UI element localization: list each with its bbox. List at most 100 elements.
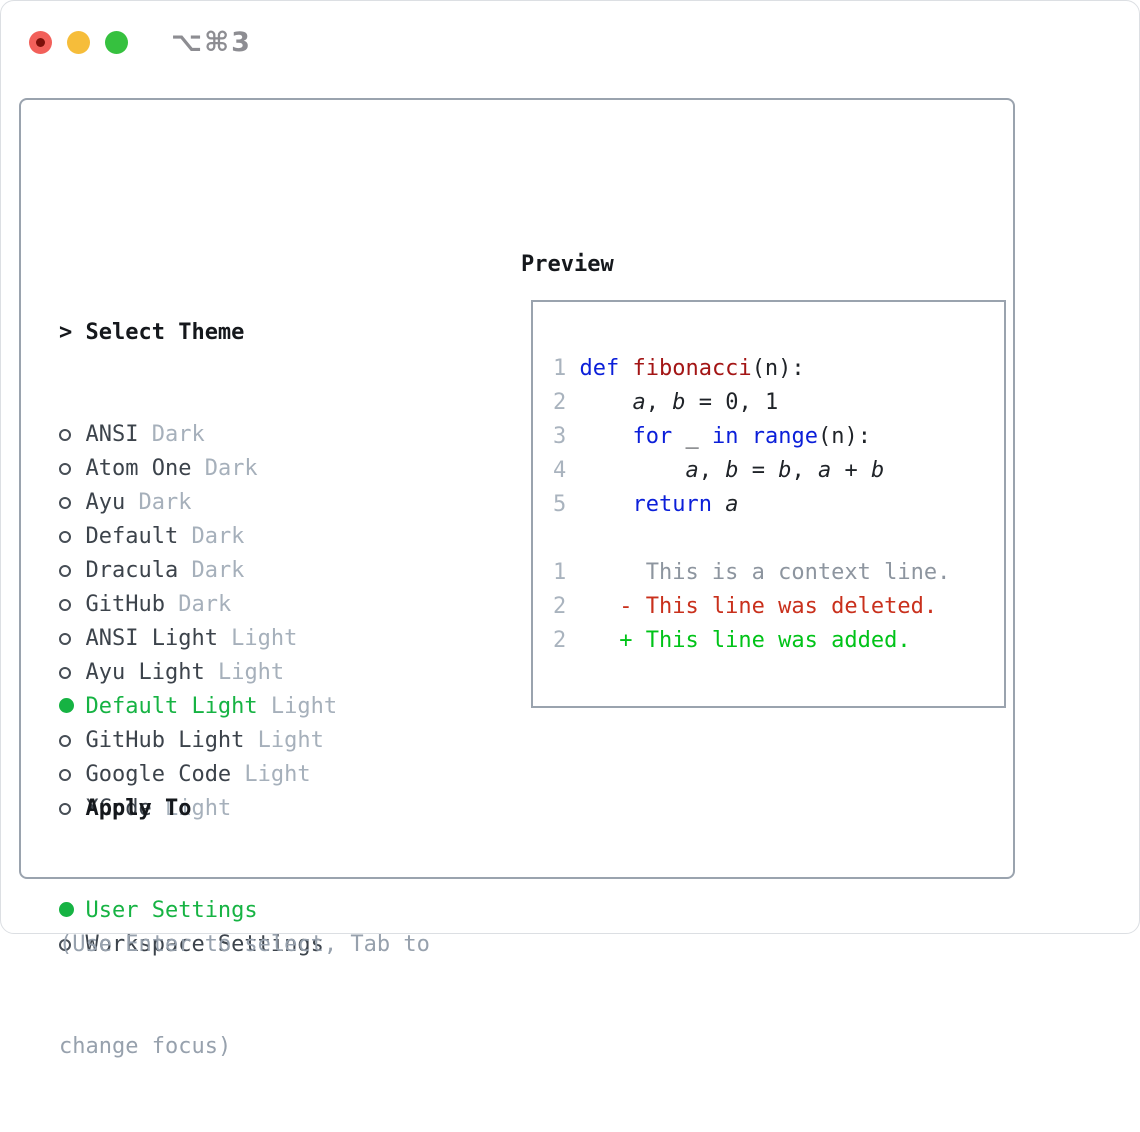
code-segment-pl — [712, 492, 725, 517]
code-segment-pl — [579, 492, 632, 517]
line-number: 1 — [553, 356, 567, 381]
option-variant-label: Dark — [178, 558, 245, 583]
radio-unselected-icon — [59, 599, 71, 611]
code-segment-pl: = — [738, 458, 779, 483]
theme-option[interactable]: Atom One Dark — [59, 452, 337, 486]
code-segment-pl: _ — [672, 424, 712, 449]
code-line: 3 for _ in range(n): — [553, 420, 950, 454]
code-segment-del: - This line was deleted. — [579, 594, 938, 619]
radio-unselected-icon — [59, 497, 71, 509]
minimize-button[interactable] — [67, 31, 90, 54]
code-line: 1 def fibonacci(n): — [553, 352, 950, 386]
code-line — [553, 522, 950, 556]
code-line: 2 a, b = 0, 1 — [553, 386, 950, 420]
option-label: GitHub — [85, 592, 165, 617]
code-segment-var: b — [672, 390, 686, 415]
option-variant-label: Dark — [138, 422, 205, 447]
close-dot-icon — [36, 38, 45, 47]
code-segment-pl — [579, 424, 632, 449]
option-label: Dracula — [85, 558, 179, 583]
preview-title: Preview — [521, 252, 614, 277]
code-segment-pl: + — [831, 458, 871, 483]
option-variant-label: Light — [217, 626, 298, 651]
theme-option-selected[interactable]: Default Light Light — [59, 690, 337, 724]
code-line: 2 + This line was added. — [553, 624, 950, 658]
apply-to-title: Apply To — [85, 796, 192, 821]
theme-option[interactable]: ANSI Light Light — [59, 622, 337, 656]
code-line: 1 This is a context line. — [553, 556, 950, 590]
option-label: Google Code — [85, 762, 232, 787]
option-variant-label: Light — [151, 796, 232, 821]
line-number: 2 — [553, 628, 567, 653]
code-segment-pl — [579, 458, 685, 483]
theme-option[interactable]: Ayu Light Light — [59, 656, 337, 690]
code-segment-kw: def — [579, 356, 633, 381]
radio-unselected-icon — [59, 531, 71, 543]
code-segment-var: a — [685, 458, 699, 483]
code-segment-pl: (n): — [817, 424, 871, 449]
line-number: 3 — [553, 424, 567, 449]
keyboard-hint: (Use Enter to select, Tab to change focu… — [59, 860, 430, 1132]
option-variant-label: Light — [257, 694, 338, 719]
option-label: Atom One — [85, 456, 192, 481]
code-line: 2 - This line was deleted. — [553, 590, 950, 624]
theme-option[interactable]: Default Dark — [59, 520, 337, 554]
theme-option[interactable]: GitHub Light Light — [59, 724, 337, 758]
zoom-button[interactable] — [105, 31, 128, 54]
window-shortcut-label: ⌥⌘3 — [171, 27, 252, 58]
radio-unselected-icon — [59, 667, 71, 679]
option-variant-label: Light — [204, 660, 285, 685]
option-label: Ayu — [85, 490, 126, 515]
option-variant-label: Light — [231, 762, 311, 787]
theme-option[interactable]: Ayu Dark — [59, 486, 337, 520]
close-button[interactable] — [29, 31, 52, 54]
option-variant-label: Dark — [178, 524, 245, 549]
code-segment-var: a — [817, 458, 832, 483]
code-segment-pl — [579, 390, 632, 415]
option-label: Default Light — [85, 694, 258, 719]
option-variant-label: Light — [244, 728, 324, 753]
theme-option[interactable]: Google Code Light — [59, 758, 337, 792]
option-label: GitHub Light — [85, 728, 245, 753]
option-label: XCode — [85, 796, 152, 821]
option-label: User Settings — [85, 898, 258, 923]
theme-option[interactable]: ANSI Dark — [59, 418, 337, 452]
radio-selected-icon — [59, 902, 74, 917]
radio-unselected-icon — [59, 565, 71, 577]
radio-selected-icon — [59, 698, 74, 713]
code-segment-ctx: This is a context line. — [579, 560, 951, 585]
radio-unselected-icon — [59, 803, 71, 815]
radio-unselected-icon — [59, 633, 71, 645]
radio-unselected-icon — [59, 735, 71, 747]
radio-unselected-icon — [59, 463, 71, 475]
code-segment-kw: return — [632, 492, 712, 517]
selection-caret: > — [59, 320, 73, 345]
code-line: 5 return a — [553, 488, 950, 522]
apply-to-header: Apply To — [59, 792, 324, 826]
theme-option[interactable]: XCode Light — [59, 792, 337, 826]
theme-option[interactable]: GitHub Dark — [59, 588, 337, 622]
code-segment-pl: = 0, 1 — [685, 390, 779, 415]
option-variant-label: Dark — [125, 490, 192, 515]
code-segment-var: a — [632, 390, 646, 415]
code-segment-pl: , — [791, 458, 818, 483]
option-variant-label: Dark — [191, 456, 258, 481]
line-number: 2 — [553, 594, 567, 619]
code-segment-var: b — [870, 458, 885, 483]
titlebar: ⌥⌘3 — [29, 27, 252, 58]
code-segment-fn: fibonacci — [632, 356, 752, 381]
code-segment-var: b — [725, 458, 739, 483]
code-segment-pl: (n): — [751, 356, 805, 381]
theme-list-title: Select Theme — [85, 320, 245, 345]
theme-option[interactable]: Dracula Dark — [59, 554, 337, 588]
radio-unselected-icon — [59, 429, 71, 441]
hint-line-2: change focus) — [59, 1034, 232, 1059]
code-segment-pl: , — [645, 390, 673, 415]
code-segment-kw: for — [632, 424, 673, 449]
code-segment-var: b — [778, 458, 792, 483]
apply-option-selected[interactable]: User Settings — [59, 894, 324, 928]
